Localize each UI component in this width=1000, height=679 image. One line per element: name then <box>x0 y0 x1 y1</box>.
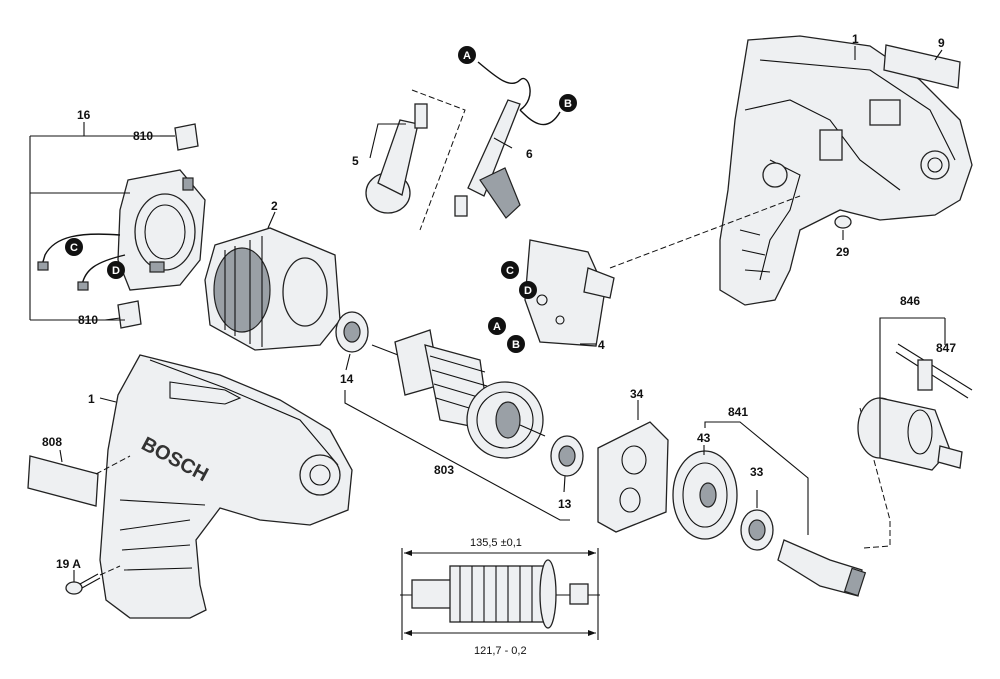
connector-letter-c-switch: C <box>506 265 514 277</box>
label-plate-808 <box>27 455 99 507</box>
connector-badge-d-left <box>107 261 125 279</box>
part-number-847: 847 <box>936 341 956 355</box>
terminal-c <box>37 261 49 271</box>
part-number-34: 34 <box>630 387 644 401</box>
wire-b-top <box>519 109 561 126</box>
carbon-brush-top <box>174 123 199 151</box>
connector-badge-a-switch <box>488 317 506 335</box>
connector-badge-c-left <box>65 238 83 256</box>
leader-808 <box>59 449 63 463</box>
part-number-9: 9 <box>938 36 945 50</box>
leader-2 <box>267 211 276 229</box>
leader-810-bottom <box>104 317 121 321</box>
part-number-14: 14 <box>340 372 354 386</box>
cable-grommet-6 <box>454 99 521 219</box>
part-number-2: 2 <box>271 199 278 213</box>
connector-badge-c-switch <box>501 261 519 279</box>
armature-dimension-drawing <box>400 548 600 640</box>
leader-14 <box>345 353 351 371</box>
label-plate-9 <box>883 44 961 89</box>
part-number-33: 33 <box>750 465 764 479</box>
bracket-803 <box>344 390 570 521</box>
connector-badge-b-top <box>559 94 577 112</box>
bearing-33 <box>740 509 774 551</box>
gear-plate-34 <box>597 421 669 533</box>
dash-19a <box>99 565 121 576</box>
terminal-d <box>77 281 89 291</box>
drill-chuck-846 <box>857 397 963 471</box>
part-number-6: 6 <box>526 147 533 161</box>
bracket-846 <box>879 317 915 398</box>
connector-badge-d-switch <box>519 281 537 299</box>
part-number-29: 29 <box>836 245 850 259</box>
armature-803 <box>371 329 546 459</box>
leader-9 <box>934 49 943 61</box>
screw-19a <box>65 573 101 595</box>
part-number-1-bottom: 1 <box>88 392 95 406</box>
part-number-808: 808 <box>42 435 62 449</box>
part-number-43: 43 <box>697 431 711 445</box>
leader-1-bottom <box>99 397 117 403</box>
connector-letter-b-top: B <box>564 98 572 110</box>
dash-switch-housing <box>609 195 801 269</box>
leader-6 <box>493 137 513 149</box>
part-number-16: 16 <box>77 108 91 122</box>
carbon-brush-bottom <box>117 300 142 329</box>
connector-letter-c-left: C <box>70 242 78 254</box>
o-ring-29 <box>834 215 852 229</box>
part-number-841: 841 <box>728 405 748 419</box>
spindle <box>777 539 867 597</box>
gear-43 <box>672 450 738 540</box>
housing-half-right <box>719 35 973 306</box>
leader-13 <box>563 475 566 493</box>
power-cable-5 <box>365 103 428 214</box>
part-number-803: 803 <box>434 463 454 477</box>
dash-5-6 <box>411 89 466 231</box>
dimension-core-length: 121,7 - 0,2 <box>474 645 527 657</box>
wire-a-top <box>477 61 531 111</box>
part-number-13: 13 <box>558 497 572 511</box>
connector-badge-a-top <box>458 46 476 64</box>
connector-letter-b-switch: B <box>512 339 520 351</box>
part-number-4: 4 <box>598 338 605 352</box>
connector-badge-b-switch <box>507 335 525 353</box>
connector-letter-d-switch: D <box>524 285 532 297</box>
brush-holder-assembly <box>117 169 206 291</box>
housing-half-left: BOSCH <box>99 354 353 619</box>
dimension-overall-length: 135,5 ±0,1 <box>470 537 522 549</box>
part-number-19a: 19 A <box>56 557 81 571</box>
part-number-1-top: 1 <box>852 32 859 46</box>
wire-c <box>41 233 121 266</box>
part-number-810-bottom: 810 <box>78 313 98 327</box>
connector-letter-a-top: A <box>463 50 471 62</box>
ball-bearing-14 <box>335 311 369 353</box>
bracket-841 <box>704 421 809 535</box>
chuck-key-847 <box>895 343 973 399</box>
connector-letter-d-left: D <box>112 265 120 277</box>
part-number-846: 846 <box>900 294 920 308</box>
ball-bearing-13 <box>550 435 584 477</box>
part-number-5: 5 <box>352 154 359 168</box>
switch-4 <box>524 239 615 347</box>
dash-chuck-spindle <box>859 407 891 549</box>
dash-808 <box>95 455 131 475</box>
connector-letter-a-switch: A <box>493 321 501 333</box>
field-stator-2 <box>204 227 341 351</box>
part-number-810-top: 810 <box>133 129 153 143</box>
leader-5 <box>369 123 406 159</box>
